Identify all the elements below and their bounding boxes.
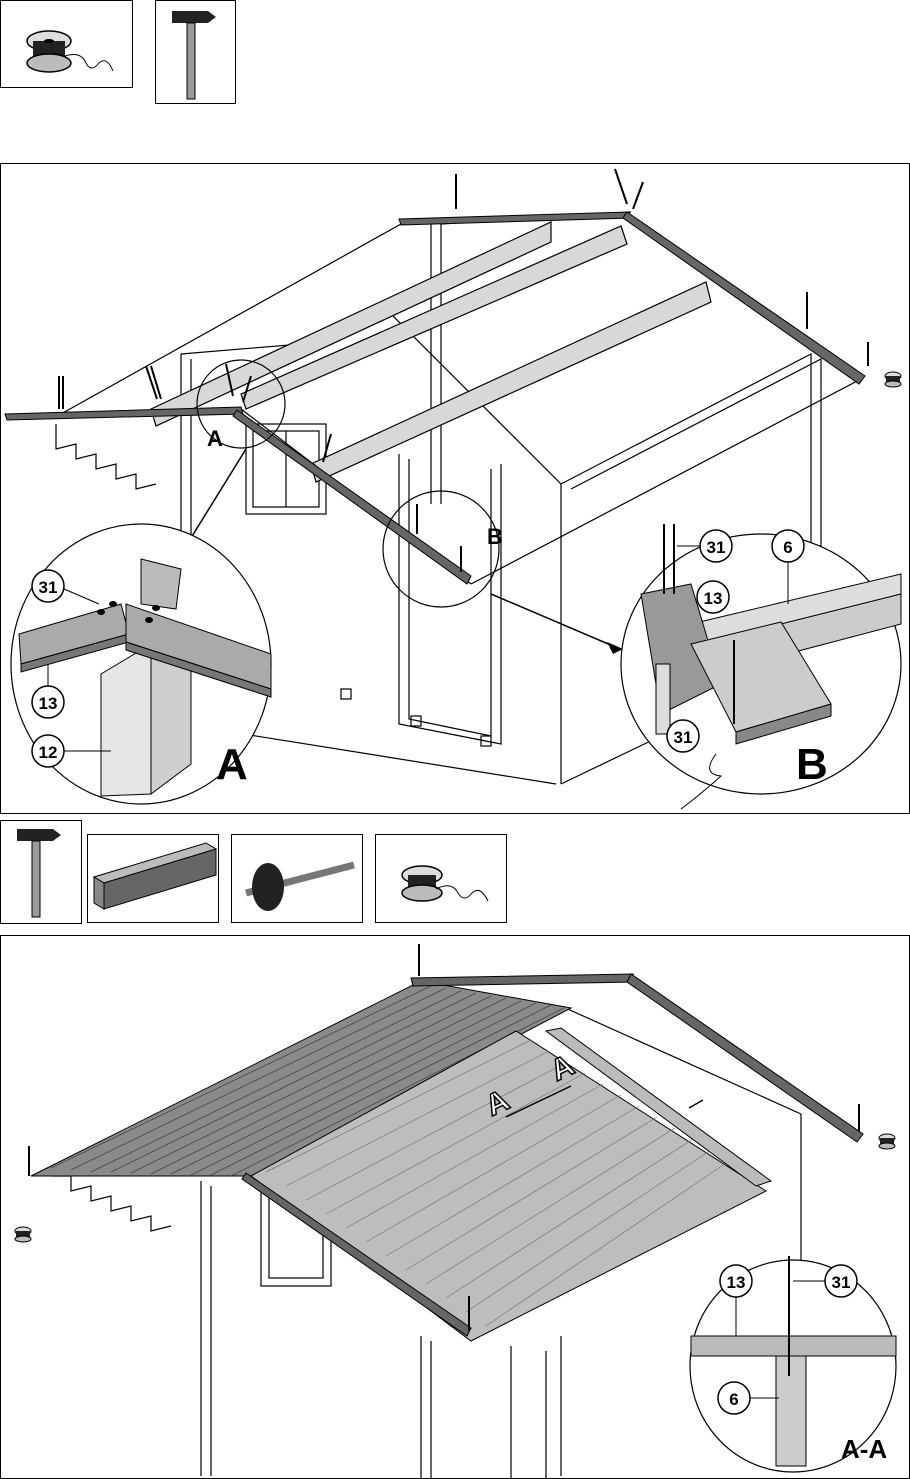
nail-spool-icon	[879, 1134, 895, 1149]
part-31-label-aa: 31	[832, 1273, 851, 1292]
mallet-icon	[232, 835, 361, 921]
detail-a-marker: A	[207, 426, 223, 451]
wood-block-icon	[88, 835, 217, 921]
part-6-label: 6	[783, 538, 792, 557]
part-13-label-b: 13	[704, 589, 723, 608]
part-13-label: 13	[39, 694, 58, 713]
part-31-label-b-bottom: 31	[674, 728, 693, 747]
nail-spool-icon	[1, 1, 131, 86]
part-12-label: 12	[39, 743, 58, 762]
step1-roof-frame-drawing: A B 31 13	[1, 164, 909, 812]
step2-panel: A A 13 31 6 A-A	[0, 935, 910, 1479]
detail-b-marker: B	[487, 524, 503, 549]
detail-b-view: 31 6 13 31 B	[621, 524, 901, 809]
part-6-label-aa: 6	[729, 1390, 738, 1409]
nail-spool-icon	[885, 372, 901, 387]
hammer-tool-2	[0, 820, 82, 924]
hammer-tool	[155, 0, 236, 104]
step2-roof-boards-drawing: A A 13 31 6 A-A	[1, 936, 909, 1478]
step1-panel: A B 31 13	[0, 163, 910, 814]
nail-spool-tool	[0, 0, 133, 88]
nail-spool-icon	[15, 1227, 31, 1242]
hammer-icon	[156, 1, 234, 101]
nail-spool-tool-2	[375, 834, 507, 923]
hammer-icon	[1, 821, 80, 921]
wood-block-tool	[87, 834, 219, 923]
nail-spool-icon	[376, 835, 505, 921]
detail-a-view: 31 13 12 A	[11, 524, 271, 804]
part-31-label: 31	[39, 578, 58, 597]
detail-a-title: A	[216, 740, 248, 789]
section-detail-view: 13 31 6 A-A	[690, 1256, 896, 1472]
part-31-label-b-top: 31	[707, 538, 726, 557]
detail-b-title: B	[796, 740, 828, 789]
mallet-tool	[231, 834, 363, 923]
section-detail-title: A-A	[841, 1434, 887, 1464]
part-13-label-aa: 13	[727, 1273, 746, 1292]
